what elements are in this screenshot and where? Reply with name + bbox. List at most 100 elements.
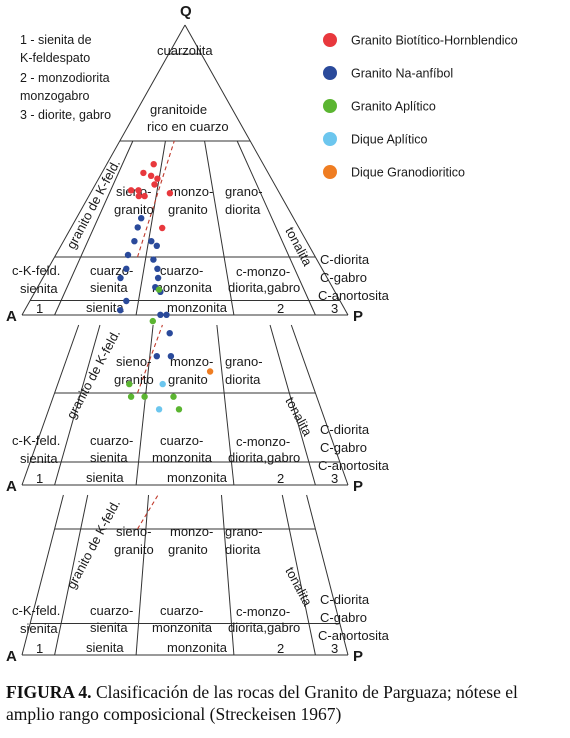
field-label-monzogranito: monzo- — [170, 524, 213, 539]
field-label-sienogranito: sieno- — [116, 524, 151, 539]
field-label-granodiorita: grano- — [225, 354, 263, 369]
field-boundary — [135, 140, 166, 316]
sample-point — [150, 256, 157, 263]
triangle-edge-aq — [21, 24, 186, 316]
vertex-a-label: A — [6, 478, 17, 495]
field-label-sienita-kfeld: 1 — [36, 471, 43, 486]
field-label-granodiorita: grano- — [225, 524, 263, 539]
sample-point — [155, 406, 163, 413]
field-label-monzonita: monzonita — [167, 470, 228, 485]
sample-point — [117, 274, 124, 282]
sample-point — [148, 238, 155, 245]
field-boundary — [220, 494, 235, 656]
sample-point — [140, 169, 147, 177]
field-label-tonalita: tonalita — [282, 224, 315, 269]
triangle-edge-pq — [290, 324, 349, 486]
field-label-cuarzo-monzodiorita: c-monzo- — [236, 434, 290, 449]
field-label-cuarzodiorita: C-diorita — [320, 252, 370, 267]
field-boundary — [204, 140, 235, 316]
note-line: 2 - monzodiorita — [20, 71, 110, 85]
field-label-cuarzodiorita: C-gabro — [320, 610, 367, 625]
legend-label: Granito Biotítico-Hornblendico — [351, 34, 518, 48]
field-label-cuarzo-kfeld-sienita: sienita — [20, 451, 58, 466]
sample-point — [159, 380, 166, 388]
sample-point — [141, 393, 148, 400]
sample-point — [127, 187, 135, 194]
triangle-edge-aq — [21, 494, 64, 656]
sample-point — [166, 190, 174, 197]
sample-point — [166, 330, 173, 337]
field-label-cuarzomonzonita: monzonita — [152, 620, 213, 635]
field-label-cuarzo-monzodiorita: diorita,gabro — [228, 450, 300, 465]
sample-point — [155, 286, 163, 293]
legend-marker — [323, 132, 337, 146]
sample-point — [135, 192, 142, 200]
field-label-granodiorita: diorita — [225, 372, 261, 387]
sample-point — [117, 307, 124, 314]
field-label-granodiorita: grano- — [225, 184, 263, 199]
sample-point — [163, 311, 170, 318]
sample-point — [175, 406, 183, 413]
sample-point — [138, 215, 145, 222]
field-label-sienita-kfeld: 1 — [36, 301, 43, 316]
field-label-cuarzo-monzodiorita: diorita,gabro — [228, 280, 300, 295]
field-label-monzogranito: monzo- — [170, 354, 213, 369]
field-label-monzodiorita: 2 — [277, 641, 284, 656]
sample-point — [206, 368, 214, 375]
triangle-edge-aq — [21, 324, 80, 486]
sample-point — [157, 311, 164, 318]
field-label-cuarzodiorita: C-diorita — [320, 592, 370, 607]
field-label-sienogranito: granito — [114, 372, 154, 387]
sample-point — [141, 192, 148, 200]
vertex-a-label: A — [6, 648, 17, 665]
note-line: K-feldespato — [20, 51, 90, 65]
field-label-granodiorita: diorita — [225, 202, 261, 217]
field-label-cuarzo-monzodiorita: c-monzo- — [236, 604, 290, 619]
field-label-cuarzodiorita: C-anortosita — [318, 628, 390, 643]
note-line: 1 - sienita de — [20, 33, 92, 47]
field-label-cuarzodiorita: C-diorita — [320, 422, 370, 437]
field-label-cuarzomonzonita: cuarzo- — [160, 433, 203, 448]
sample-point — [123, 297, 130, 305]
sample-point — [150, 161, 157, 168]
sample-point — [159, 224, 166, 232]
field-label-monzogranito: monzo- — [170, 184, 213, 199]
field-label-cuarzodiorita: C-gabro — [320, 270, 367, 285]
sample-point — [154, 265, 161, 272]
field-boundary — [135, 324, 154, 486]
caption-text: Clasificación de las rocas del Granito d… — [6, 682, 518, 724]
field-label-granitoide: granitoide — [150, 102, 207, 117]
legend-label: Dique Granodioritico — [351, 166, 465, 180]
field-label-diorita: 3 — [331, 471, 338, 486]
field-boundary — [269, 324, 316, 486]
field-boundary — [54, 494, 89, 656]
field-label-cuarzosienita: sienita — [90, 450, 128, 465]
field-label-sienogranito: sieno- — [116, 354, 151, 369]
field-label-cuarzo-kfeld-sienita: c-K-feld. — [12, 603, 60, 618]
sample-point — [154, 175, 161, 182]
field-label-monzodiorita: 2 — [277, 301, 284, 316]
sample-point — [147, 172, 155, 179]
vertex-p-label: P — [353, 648, 363, 665]
legend-label: Granito Aplítico — [351, 100, 436, 114]
field-label-tonalita: tonalita — [282, 394, 315, 439]
triangle-edge-pq — [306, 494, 349, 656]
sample-point — [170, 393, 177, 400]
note-line: 3 - diorite, gabro — [20, 108, 111, 122]
vertex-p-label: P — [353, 478, 363, 495]
field-label-sienita: sienita — [86, 470, 124, 485]
field-label-sienita: sienita — [86, 300, 124, 315]
vertex-q-label: Q — [180, 3, 192, 20]
notes: 1 - sienita de K-feldespato 2 - monzodio… — [20, 33, 111, 122]
field-label-cuarzodiorita: C-anortosita — [318, 458, 390, 473]
field-label-diorita: 3 — [331, 301, 338, 316]
field-label-monzonita: monzonita — [167, 300, 228, 315]
field-label-cuarzomonzonita: cuarzo- — [160, 263, 203, 278]
legend-marker — [323, 66, 337, 80]
field-label-cuarzo-kfeld-sienita: c-K-feld. — [12, 433, 60, 448]
field-label-cuarzosienita: sienita — [90, 280, 128, 295]
field-boundary — [216, 324, 235, 486]
field-label-monzonita: monzonita — [167, 640, 228, 655]
triangle-edge-pq — [184, 24, 349, 316]
